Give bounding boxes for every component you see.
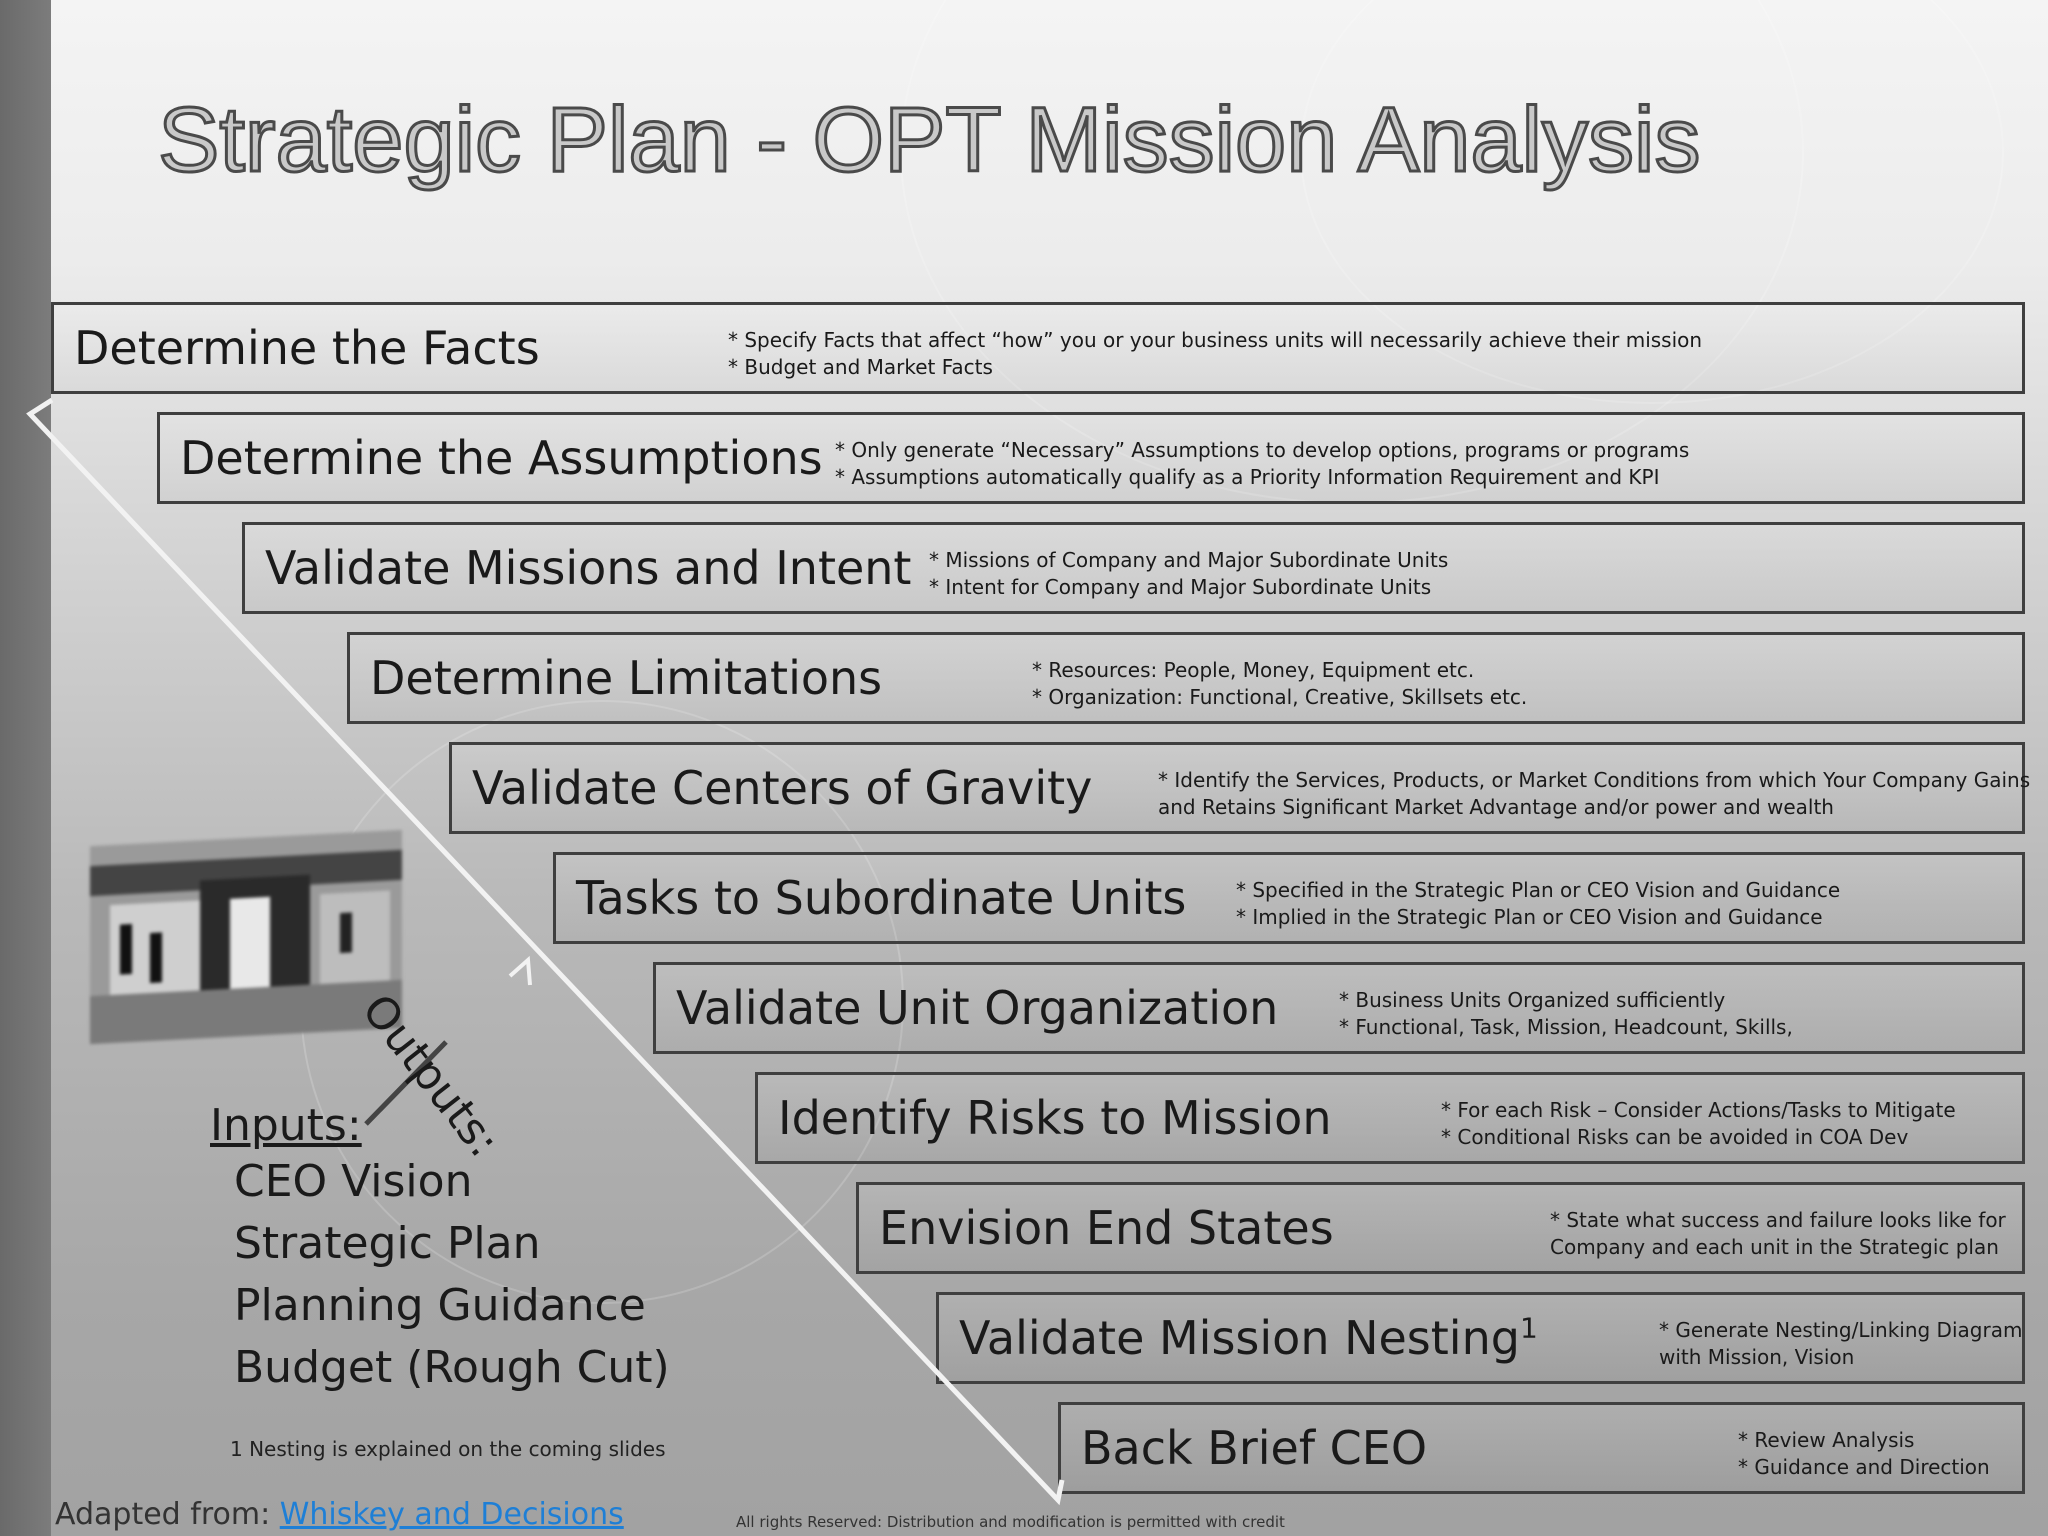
- step-label: Validate Missions and Intent: [265, 525, 911, 611]
- step-row: Validate Missions and Intent * Missions o…: [242, 522, 2025, 614]
- step-description: * Resources: People, Money, Equipment et…: [1032, 657, 1527, 711]
- step-label: Validate Mission Nesting1: [959, 1295, 1538, 1381]
- step-label: Validate Unit Organization: [676, 965, 1278, 1051]
- step-description-line: with Mission, Vision: [1659, 1345, 1855, 1369]
- step-description: * Specified in the Strategic Plan or CEO…: [1236, 877, 1840, 931]
- step-description-line: * Guidance and Direction: [1738, 1455, 1990, 1479]
- step-description-line: Company and each unit in the Strategic p…: [1550, 1235, 1999, 1259]
- step-description-line: * Organization: Functional, Creative, Sk…: [1032, 685, 1528, 709]
- step-row: Validate Centers of Gravity * Identify th…: [449, 742, 2030, 834]
- step-label-text: Validate Centers of Gravity: [472, 761, 1093, 815]
- step-description: * Review Analysis * Guidance and Directio…: [1738, 1427, 1990, 1481]
- step-description: * Business Units Organized sufficiently *…: [1339, 987, 1793, 1041]
- step-description-line: * Identify the Services, Products, or Ma…: [1158, 768, 2031, 792]
- step-description: * Specify Facts that affect “how” you or…: [728, 327, 1702, 381]
- step-description-line: * Intent for Company and Major Subordina…: [929, 575, 1432, 599]
- step-description-line: * Business Units Organized sufficiently: [1339, 988, 1726, 1012]
- step-description-line: * Resources: People, Money, Equipment et…: [1032, 658, 1475, 682]
- meeting-room-photo: [90, 829, 402, 1045]
- adapted-prefix: Adapted from:: [55, 1497, 280, 1532]
- adapted-from: Adapted from: Whiskey and Decisions: [55, 1497, 624, 1532]
- step-label-text: Determine Limitations: [370, 651, 883, 705]
- step-description-line: * Assumptions automatically qualify as a…: [835, 465, 1660, 489]
- step-label: Back Brief CEO: [1081, 1405, 1427, 1491]
- step-label: Identify Risks to Mission: [778, 1075, 1331, 1161]
- connector-line: [364, 1040, 448, 1126]
- step-label: Determine the Facts: [74, 305, 540, 391]
- step-description-line: * State what success and failure looks l…: [1550, 1208, 2006, 1232]
- slide-title: Strategic Plan - OPT Mission Analysis: [156, 88, 1701, 193]
- step-description-line: * For each Risk – Consider Actions/Tasks…: [1441, 1098, 1956, 1122]
- step-label-text: Validate Unit Organization: [676, 981, 1279, 1035]
- step-description: * Only generate “Necessary” Assumptions …: [835, 437, 1689, 491]
- step-label: Tasks to Subordinate Units: [576, 855, 1186, 941]
- step-row: Envision End States * State what success …: [856, 1182, 2025, 1274]
- step-label-text: Determine the Assumptions: [180, 431, 823, 485]
- step-description-line: * Budget and Market Facts: [728, 355, 993, 379]
- step-description-line: * Generate Nesting/Linking Diagram: [1659, 1318, 2023, 1342]
- step-description-line: * Specified in the Strategic Plan or CEO…: [1236, 878, 1841, 902]
- source-link[interactable]: Whiskey and Decisions: [279, 1497, 624, 1532]
- step-description: * Identify the Services, Products, or Ma…: [1158, 767, 2030, 821]
- footnote-marker: 1: [1519, 1311, 1538, 1345]
- step-label-text: Validate Mission Nesting: [959, 1311, 1520, 1365]
- step-description: * Missions of Company and Major Subordin…: [929, 547, 1448, 601]
- step-description-line: * Conditional Risks can be avoided in CO…: [1441, 1125, 1909, 1149]
- step-row: Determine the Assumptions * Only generate…: [157, 412, 2025, 504]
- bracket-notch: [508, 955, 532, 986]
- input-item: Strategic Plan: [234, 1218, 541, 1269]
- inputs-list: Inputs: CEO Vision Strategic Plan Planni…: [210, 1100, 670, 1399]
- step-row: Validate Unit Organization * Business Uni…: [653, 962, 2025, 1054]
- step-description-line: * Specify Facts that affect “how” you or…: [728, 328, 1703, 352]
- bracket-line: [26, 397, 1065, 1506]
- step-description-line: * Missions of Company and Major Subordin…: [929, 548, 1449, 572]
- input-item: Planning Guidance: [234, 1280, 646, 1331]
- nesting-footnote: 1 Nesting is explained on the coming sli…: [230, 1437, 666, 1461]
- step-description-line: * Only generate “Necessary” Assumptions …: [835, 438, 1690, 462]
- step-description-line: * Review Analysis: [1738, 1428, 1915, 1452]
- step-label-text: Back Brief CEO: [1081, 1421, 1428, 1475]
- step-row: Validate Mission Nesting1 * Generate Nest…: [936, 1292, 2025, 1384]
- step-description: * For each Risk – Consider Actions/Tasks…: [1441, 1097, 1956, 1151]
- step-description-line: and Retains Significant Market Advantage…: [1158, 795, 1834, 819]
- step-label-text: Envision End States: [879, 1201, 1334, 1255]
- step-row: Tasks to Subordinate Units * Specified in…: [553, 852, 2025, 944]
- step-description: * State what success and failure looks l…: [1550, 1207, 2006, 1261]
- inputs-heading: Inputs:: [210, 1100, 362, 1151]
- step-label-text: Determine the Facts: [74, 321, 540, 375]
- left-accent-bar: [0, 0, 51, 1536]
- input-item: Budget (Rough Cut): [234, 1342, 670, 1393]
- step-row: Determine Limitations * Resources: People…: [347, 632, 2025, 724]
- step-label: Validate Centers of Gravity: [472, 745, 1092, 831]
- step-row: Determine the Facts * Specify Facts that …: [51, 302, 2025, 394]
- step-label: Determine Limitations: [370, 635, 882, 721]
- input-item: CEO Vision: [234, 1156, 473, 1207]
- step-label: Determine the Assumptions: [180, 415, 823, 501]
- step-label-text: Tasks to Subordinate Units: [576, 871, 1187, 925]
- step-label-text: Validate Missions and Intent: [265, 541, 912, 595]
- step-description-line: * Functional, Task, Mission, Headcount, …: [1339, 1015, 1793, 1039]
- step-row: Identify Risks to Mission * For each Risk…: [755, 1072, 2025, 1164]
- step-label-text: Identify Risks to Mission: [778, 1091, 1332, 1145]
- step-description-line: * Implied in the Strategic Plan or CEO V…: [1236, 905, 1823, 929]
- step-description: * Generate Nesting/Linking Diagram with M…: [1659, 1317, 2022, 1371]
- rights-notice: All rights Reserved: Distribution and mo…: [736, 1513, 1285, 1531]
- step-row: Back Brief CEO * Review Analysis * Guidanc…: [1058, 1402, 2025, 1494]
- step-label: Envision End States: [879, 1185, 1334, 1271]
